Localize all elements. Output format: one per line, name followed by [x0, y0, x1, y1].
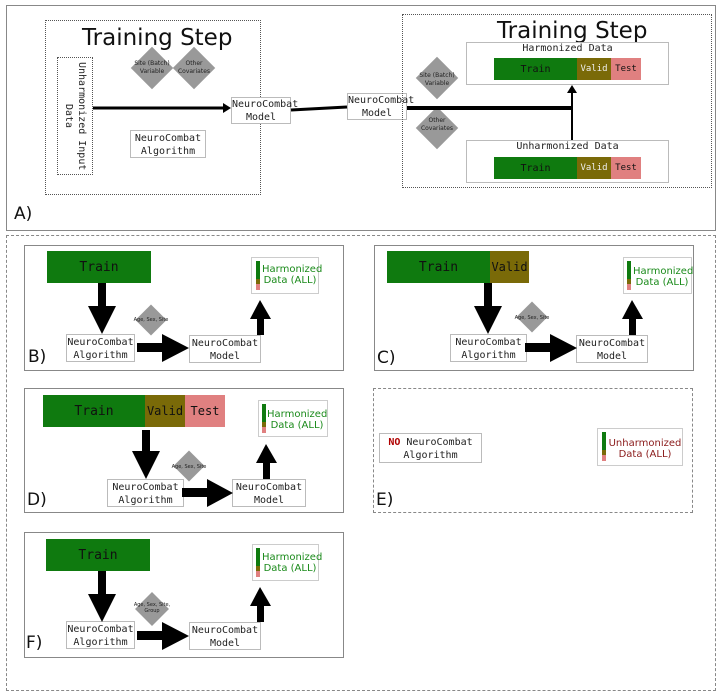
- panel-b-output-test-bar: [256, 284, 260, 290]
- harmonized-data-title: Harmonized Data: [522, 43, 613, 54]
- unharmonized-valid-seg: Valid: [577, 157, 611, 179]
- panel-c-output-train-bar: [627, 261, 631, 279]
- unharmonized-test-seg: Test: [611, 157, 641, 179]
- panel-c-output-box: [623, 257, 692, 294]
- panel-b: [24, 245, 344, 371]
- panel-f-output-train-bar: [256, 548, 260, 566]
- panel-d-output-train-bar: [262, 404, 266, 422]
- neurocombat-algorithm-box: NeuroCombat Algorithm: [130, 130, 206, 158]
- panel-e-algorithm: NO NeuroCombat Algorithm: [379, 433, 482, 463]
- panel-f-algorithm: NeuroCombat Algorithm: [66, 621, 135, 649]
- panel-e-no-word: NO: [388, 437, 401, 448]
- panel-c-output-label: Harmonized Data (ALL): [633, 266, 694, 288]
- panel-e-output-box: [597, 428, 683, 466]
- panel-f-output-label: Harmonized Data (ALL): [262, 552, 323, 574]
- panel-e-output-train-bar: [602, 432, 606, 450]
- panel-d-covariates-label: Age, Sex, Site: [171, 464, 207, 470]
- harmonized-valid-seg: Valid: [577, 58, 611, 80]
- panel-b-train: Train: [47, 251, 151, 283]
- panel-d-test: Test: [185, 395, 225, 427]
- panel-d: [24, 388, 344, 513]
- panel-c-label: C): [377, 348, 396, 368]
- neurocombat-model-box-mid: NeuroCombat Model: [347, 93, 415, 120]
- lower-panels-frame: [6, 235, 716, 691]
- panel-d-model: NeuroCombat Model: [232, 479, 306, 507]
- panel-c-output-test-bar: [627, 284, 631, 290]
- panel-f-covariates-label: Age, Sex, Site, Group: [133, 602, 171, 614]
- unharmonized-data-title: Unharmonized Data: [516, 141, 619, 152]
- panel-c-algorithm: NeuroCombat Algorithm: [450, 334, 527, 362]
- panel-b-output-valid-bar: [256, 279, 260, 284]
- panel-f-output-box: [252, 544, 319, 581]
- panel-c-train: Train: [387, 251, 490, 283]
- panel-f-model: NeuroCombat Model: [189, 622, 261, 650]
- other-covariates-label: Other Covariates: [177, 60, 211, 75]
- panel-c-model: NeuroCombat Model: [576, 335, 648, 363]
- panel-f-output-test-bar: [256, 571, 260, 577]
- panel-e-output-valid-bar: [602, 450, 606, 455]
- panel-d-output-label: Harmonized Data (ALL): [267, 409, 328, 431]
- panel-d-valid: Valid: [145, 395, 185, 427]
- panel-b-label: B): [28, 347, 47, 367]
- other-covariates-label-right: Other Covariates: [420, 117, 454, 132]
- panel-e: [373, 388, 693, 513]
- panel-f-output-valid-bar: [256, 566, 260, 571]
- harmonized-data-box: [466, 42, 669, 85]
- unharmonized-input-label: Unharmonized Input Data: [63, 61, 87, 171]
- panel-d-output-test-bar: [262, 427, 266, 433]
- site-variable-label-right: Site (Batch) Variable: [419, 72, 455, 87]
- site-variable-label: Site (Batch) Variable: [134, 60, 170, 75]
- training-step-title-left: Training Step: [82, 25, 233, 51]
- panel-e-label: E): [376, 490, 394, 510]
- panel-f: [24, 532, 344, 658]
- training-step-box-right: [402, 14, 712, 188]
- panel-b-output-box: [251, 257, 319, 294]
- panel-d-label: D): [27, 490, 47, 510]
- panel-a-label: A): [14, 204, 33, 224]
- panel-d-train: Train: [43, 395, 145, 427]
- unharmonized-data-box: [466, 140, 669, 183]
- panel-b-algorithm: NeuroCombat Algorithm: [66, 334, 135, 362]
- panel-d-algorithm: NeuroCombat Algorithm: [107, 479, 184, 507]
- training-step-title-right: Training Step: [497, 18, 648, 44]
- panel-f-label: F): [26, 633, 43, 653]
- panel-e-output-label: Unharmonized Data (ALL): [608, 438, 682, 460]
- panel-b-model: NeuroCombat Model: [189, 335, 261, 363]
- neurocombat-model-box-left: NeuroCombat Model: [231, 97, 299, 124]
- harmonized-test-seg: Test: [611, 58, 641, 80]
- panel-b-output-label: Harmonized Data (ALL): [262, 264, 323, 286]
- panel-c-output-valid-bar: [627, 279, 631, 284]
- panel-e-algorithm-line2: Algorithm: [403, 450, 458, 461]
- panel-b-output-train-bar: [256, 261, 260, 279]
- panel-a: [6, 5, 716, 231]
- panel-d-output-valid-bar: [262, 422, 266, 427]
- panel-e-output-test-bar: [602, 455, 606, 461]
- panel-f-train: Train: [46, 539, 150, 571]
- panel-e-algorithm-rest: NeuroCombat: [400, 437, 473, 448]
- panel-d-output-box: [258, 400, 328, 437]
- panel-c: [374, 245, 694, 371]
- unharmonized-input-box: [57, 57, 93, 175]
- panel-b-covariates-label: Age, Sex, Site: [133, 317, 169, 323]
- harmonized-train-seg: Train: [494, 58, 577, 80]
- unharmonized-train-seg: Train: [494, 157, 577, 179]
- panel-c-covariates-label: Age, Sex, Site: [514, 315, 550, 321]
- panel-c-valid: Valid: [490, 251, 529, 283]
